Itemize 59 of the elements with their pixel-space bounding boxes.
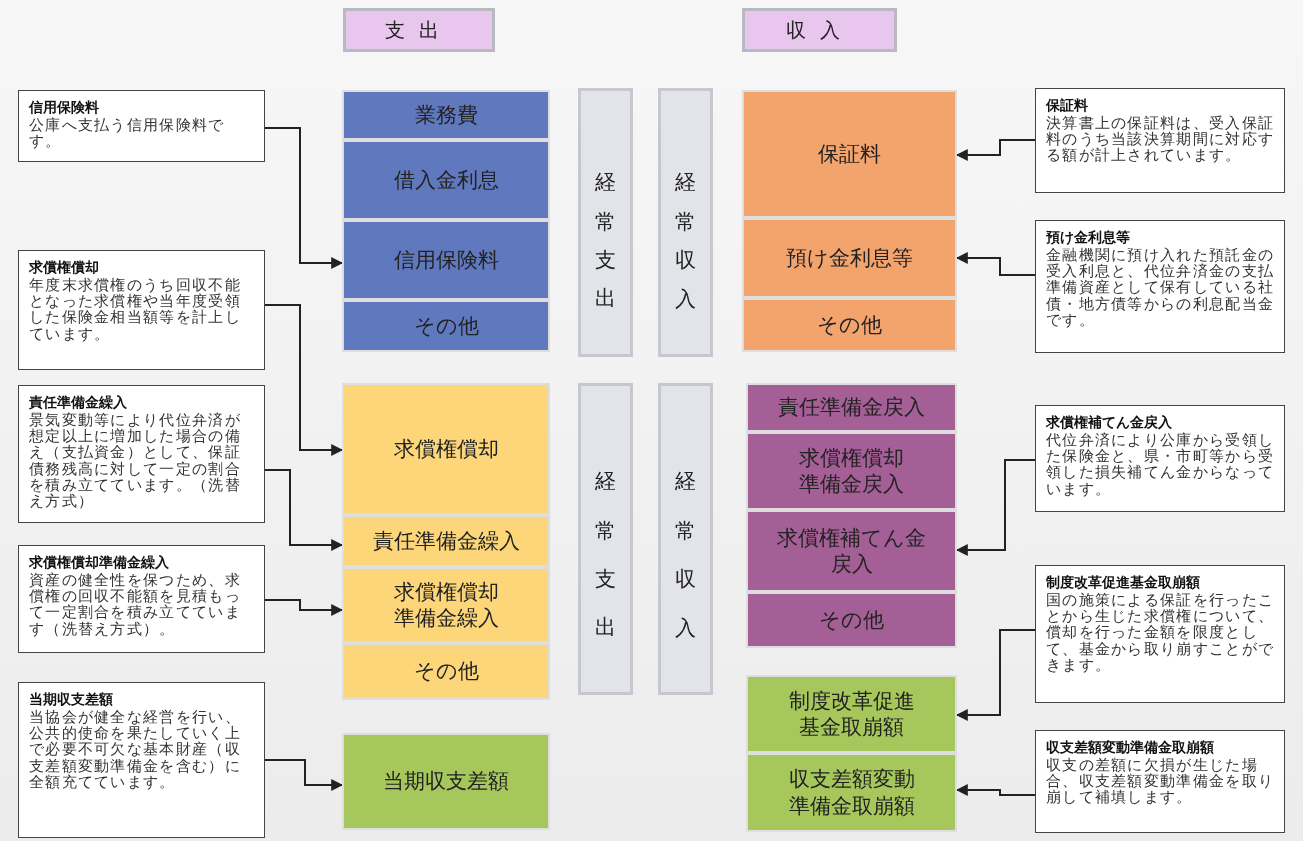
callout-title: 収支差額変動準備金取崩額 [1046,739,1215,757]
account-block: 求償権償却準備金繰入 [342,567,550,643]
callout-box [18,682,265,838]
callout-box [18,385,265,523]
callout-box [18,250,265,370]
callout-title: 求償権償却準備金繰入 [29,554,170,572]
vertical-label-box: 経常支出 [578,88,633,357]
callout-text: 代位弁済により公庫から受領した保険金と、県・市町等から受領した損失補てん金からなっています。 [1046,432,1276,497]
callout-title: 求償権償却 [29,259,100,277]
account-block: 収支差額変動準備金取崩額 [746,753,957,832]
account-block: その他 [342,300,550,352]
arrow [264,759,344,791]
account-block: 求償権償却 [342,383,550,515]
callout-title: 責任準備金繰入 [29,394,128,412]
callout-text: 年度末求償権のうち回収不能となった求償権や当年度受領した保険金相当額等を計上しています。 [29,277,242,342]
category-header: 支出 [343,8,495,52]
arrow [264,127,344,269]
arrow [264,599,344,616]
callout-box [18,545,265,653]
callout-box [1035,730,1285,833]
account-block: 求償権償却準備金戻入 [746,432,957,510]
callout-text: 金融機関に預け入れた預託金の受入利息と、代位弁済金の支払準備資産として保有している社債・地方債等からの利息配当金です。 [1046,247,1276,328]
account-block: 業務費 [342,90,550,140]
account-block: 求償権補てん金戻入 [746,510,957,592]
callout-box [1035,405,1285,512]
account-block: 責任準備金繰入 [342,515,550,567]
callout-box [1035,88,1285,193]
callout-text: 当協会が健全な経営を行い、公共的使命を果たしていく上で必要不可欠な基本財産（収支差額変動準備金を含む）に全額充てています。 [29,709,242,790]
callout-box [1035,220,1285,353]
account-block: その他 [342,643,550,700]
callout-box [18,90,265,162]
vertical-label-box: 経常収入 [658,383,713,695]
account-block: 責任準備金戻入 [746,383,957,432]
account-block: 制度改革促進基金取崩額 [746,675,957,753]
account-block: 当期収支差額 [342,733,550,830]
vertical-label-box: 経常収入 [658,88,713,357]
account-block: 借入金利息 [342,140,550,220]
callout-title: 預け金利息等 [1046,229,1131,247]
vertical-label-box: 経常支出 [578,383,633,695]
category-header: 収入 [742,8,897,52]
callout-title: 信用保険料 [29,99,100,117]
callout-title: 求償権補てん金戻入 [1046,414,1173,432]
arrow [264,304,344,456]
arrow [264,469,344,551]
account-block: 預け金利息等 [742,218,957,298]
callout-text: 国の施策による保証を行ったことから生じた求償権について、償却を行った金額を限度として、基金から取り崩すことができます。 [1046,592,1276,673]
account-block: その他 [742,298,957,352]
callout-box [1035,565,1285,703]
callout-text: 資産の健全性を保つため、求償権の回収不能額を見積もって一定割合を積み立てています（洗替え方式）。 [29,572,242,637]
account-block: 保証料 [742,90,957,218]
account-block: その他 [746,592,957,648]
callout-text: 決算書上の保証料は、受入保証料のうち当該決算期間に対応する額が計上されています。 [1046,115,1276,164]
account-block: 信用保険料 [342,220,550,300]
callout-title: 保証料 [1046,97,1089,115]
callout-title: 制度改革促進基金取崩額 [1046,574,1201,592]
callout-text: 収支の差額に欠損が生じた場合、収支差額変動準備金を取り崩して補填します。 [1046,757,1276,806]
callout-title: 当期収支差額 [29,691,114,709]
callout-text: 公庫へ支払う信用保険料です。 [29,117,226,150]
callout-text: 景気変動等により代位弁済が想定以上に増加した場合の備え（支払資金）として、保証債務残高に対して一定の割合を積み立てています。（洗替え方式） [29,412,242,510]
